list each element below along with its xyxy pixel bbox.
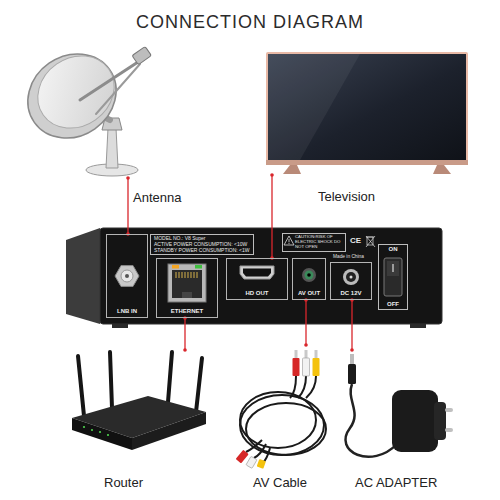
connector-line (350, 298, 354, 352)
tv-device: Television (262, 48, 470, 175)
connector-dot (350, 348, 354, 352)
av-cable-illustration (236, 350, 326, 469)
port-box: AV OUT (292, 258, 326, 300)
av-jack (302, 268, 316, 282)
ac-adapter-illustration (345, 354, 453, 457)
info-plate: MODEL NO.: V8 SuperACTIVE POWER CONSUMPT… (150, 234, 254, 255)
title-bar: CONNECTION DIAGRAM (0, 12, 500, 33)
port-label: ETHERNET (171, 308, 203, 315)
device-label: AV Cable (253, 476, 307, 491)
dc-jack (343, 269, 359, 285)
warning-symbol (284, 236, 294, 245)
port-box: ETHERNET (156, 258, 218, 318)
plate-text: STANDBY POWER CONSUMPTION: <1W (154, 248, 250, 254)
antenna-device: Antenna (25, 48, 180, 178)
receiver-housing (66, 228, 442, 328)
connector-path (351, 300, 352, 350)
rocker-switch (384, 258, 402, 296)
caution-text: CAUTION:RISK OF ELECTRIC SHOCK DO NOT OP… (295, 235, 343, 250)
port-label: LNB IN (117, 308, 137, 315)
label-anchor: Made in China (333, 254, 364, 260)
connector-line (183, 316, 187, 352)
label-anchor: CE (350, 236, 361, 245)
connector-line (126, 176, 130, 236)
device-label: Antenna (133, 191, 181, 206)
connector-path (271, 175, 272, 258)
connector-path (127, 178, 128, 234)
caution-box: CAUTION:RISK OF ELECTRIC SHOCK DO NOT OP… (282, 233, 346, 252)
ce-mark: CE (350, 236, 361, 245)
connector-path (305, 300, 306, 345)
router-device: Router (70, 350, 208, 452)
power-switch: ON OFF (378, 244, 408, 310)
satellite-dish (11, 37, 151, 176)
connector-dot (350, 298, 354, 302)
f-connector (115, 266, 139, 287)
switch-label: OFF (387, 301, 399, 308)
av-cable-device: AV Cable (232, 345, 332, 467)
ac-adapter-device: AC ADAPTER (340, 350, 455, 468)
hdmi-port (240, 266, 274, 279)
connector-dot (304, 298, 308, 302)
switch-label: ON (389, 246, 398, 253)
connector-dot (270, 173, 274, 177)
connector-path (184, 318, 185, 350)
connector-dot (304, 343, 308, 347)
weee-symbol (366, 236, 375, 247)
connector-dot (183, 316, 187, 320)
router-illustration (72, 352, 206, 450)
ethernet-port (168, 264, 206, 302)
television (266, 52, 468, 174)
connector-line (304, 298, 308, 347)
port-label: AV OUT (298, 290, 320, 297)
connector-dot (183, 348, 187, 352)
diagram-title: CONNECTION DIAGRAM (136, 12, 364, 33)
port-box: HD OUT (226, 258, 288, 300)
device-label: Television (318, 190, 375, 205)
device-label: Router (104, 476, 143, 491)
port-label: DC 12V (340, 290, 361, 297)
port-label: HD OUT (246, 290, 269, 297)
connector-dot (126, 176, 130, 180)
device-label: AC ADAPTER (355, 476, 437, 491)
port-box: LNB IN (106, 234, 148, 318)
connector-line (270, 173, 274, 260)
origin-note: Made in China (333, 254, 364, 260)
port-box: DC 12V (330, 262, 372, 300)
